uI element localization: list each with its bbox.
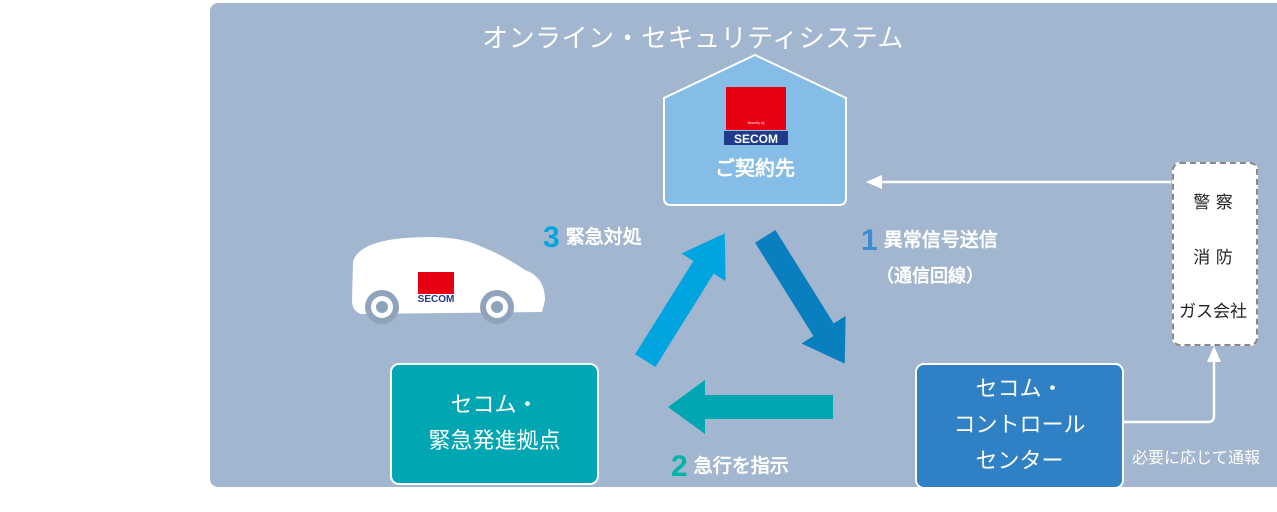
arrow-step3 xyxy=(635,233,726,367)
car-icon: SECOM xyxy=(352,237,545,324)
control-center-line1: セコム・ xyxy=(975,377,1064,402)
control-center-line3: センター xyxy=(975,449,1064,474)
arrow-external-to-house xyxy=(866,175,1171,189)
emergency-base-line1: セコム・ xyxy=(450,393,539,418)
arrow-step1 xyxy=(755,230,846,364)
step1-text: 異常信号送信 xyxy=(883,229,998,251)
external-agencies-box xyxy=(1172,162,1258,346)
external-gas: ガス会社 xyxy=(1179,302,1247,322)
step3-text: 緊急対処 xyxy=(565,226,642,248)
step2-number: 2 xyxy=(671,450,688,483)
control-center-box: セコム・ コントロール センター xyxy=(915,363,1124,489)
notify-label: 必要に応じて通報 xyxy=(1132,448,1261,467)
house-logo-text: SECOM xyxy=(734,132,778,146)
external-fire: 消 防 xyxy=(1193,248,1233,268)
house-logo-small: Security by xyxy=(747,121,765,125)
house-logo: SECOM Security by xyxy=(724,87,788,146)
emergency-base-box: セコム・ 緊急発進拠点 xyxy=(390,363,599,485)
emergency-base-line2: 緊急発進拠点 xyxy=(428,429,561,454)
control-center-line2: コントロール xyxy=(953,413,1086,438)
step1-sub: （通信回線） xyxy=(876,266,984,287)
step2-text: 急行を指示 xyxy=(693,455,789,477)
page-title: オンライン・セキュリティシステム xyxy=(482,24,904,54)
step1-number: 1 xyxy=(861,224,878,257)
arrow-step2 xyxy=(668,380,833,434)
external-police: 警 察 xyxy=(1193,193,1233,213)
step3-number: 3 xyxy=(543,221,560,254)
house-label: ご契約先 xyxy=(715,156,795,180)
car-logo-text: SECOM xyxy=(418,294,455,305)
arrow-control-to-external xyxy=(1122,346,1221,424)
